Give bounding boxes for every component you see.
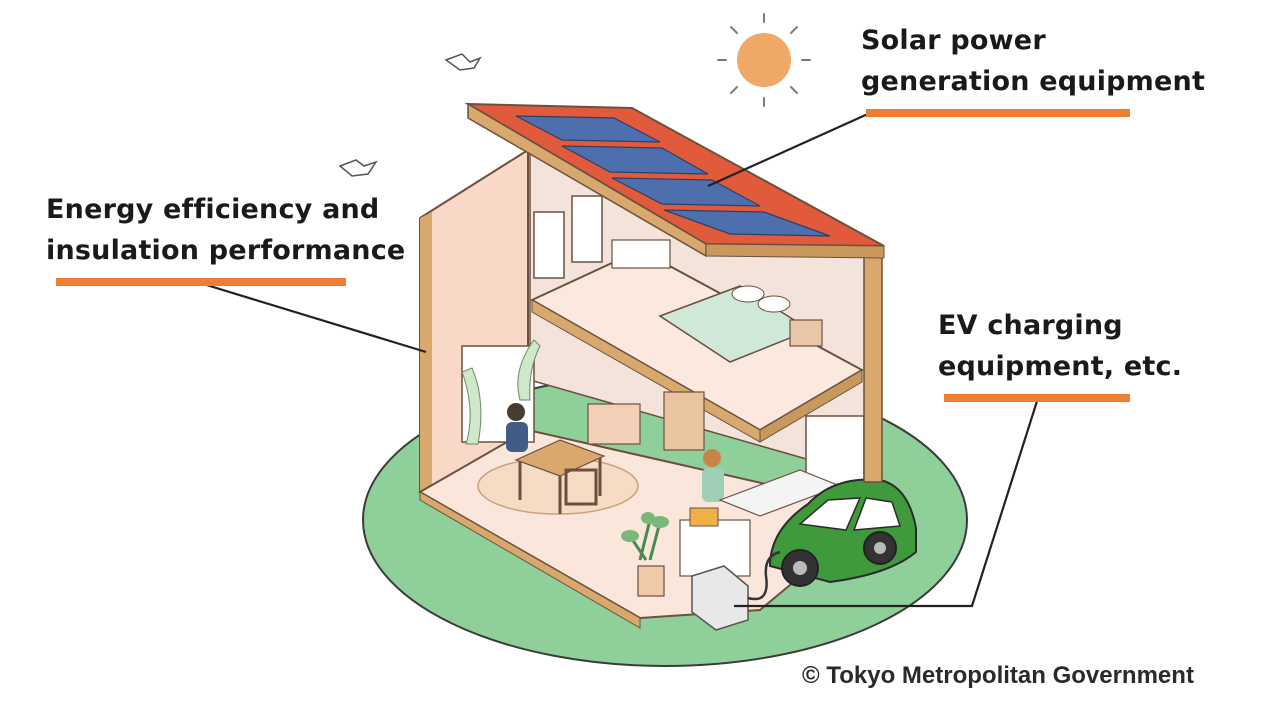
callout-ev-line2: equipment, etc. (938, 351, 1183, 382)
underline-solar (866, 109, 1130, 117)
dining-table (514, 439, 606, 477)
callout-ev-line1: EV charging (938, 310, 1123, 341)
window (533, 211, 565, 279)
underline-ev (944, 394, 1130, 402)
charging-cable (747, 550, 781, 601)
radiator (611, 239, 671, 269)
curtain (461, 367, 482, 445)
person (507, 403, 525, 421)
ev-charger (691, 565, 749, 631)
sideboard (587, 403, 641, 445)
sun-icon (717, 13, 811, 107)
bird-icon (338, 159, 378, 177)
curtain (517, 339, 541, 401)
callout-ev: EV charging equipment, etc. (938, 305, 1182, 387)
basket (689, 507, 719, 527)
leader-line-energy (199, 281, 427, 354)
car-icon (768, 478, 917, 587)
callout-energy: Energy efficiency and insulation perform… (46, 189, 405, 271)
leader-line-solar (707, 111, 871, 188)
underline-energy (56, 278, 346, 286)
callout-solar-line2: generation equipment (861, 66, 1206, 97)
chair (564, 468, 598, 506)
person (703, 449, 721, 467)
leader-line-ev (734, 397, 1040, 608)
callout-energy-line2: insulation performance (46, 235, 406, 266)
copyright-notice: © Tokyo Metropolitan Government (802, 662, 1194, 689)
plant-icon (621, 512, 669, 597)
kitchen-cabinet (679, 519, 751, 577)
callout-energy-line1: Energy efficiency and (46, 194, 380, 225)
door (663, 391, 705, 451)
bird-icon (444, 53, 482, 71)
fridge (805, 415, 865, 487)
solar-panels (515, 115, 831, 237)
callout-solar: Solar power generation equipment (861, 20, 1205, 102)
callout-solar-line1: Solar power (861, 25, 1046, 56)
window (571, 195, 603, 263)
nightstand (789, 319, 823, 347)
